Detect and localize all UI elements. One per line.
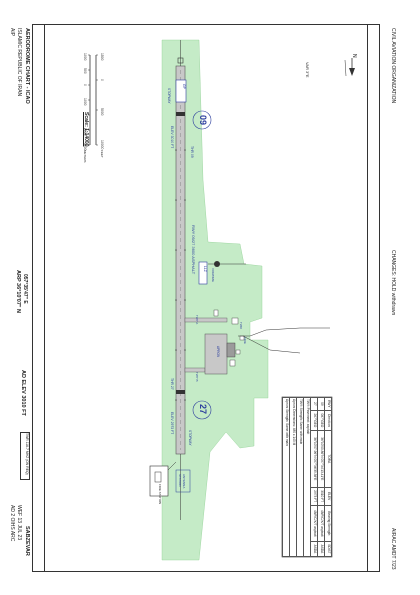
th-tora: TORA bbox=[324, 430, 332, 488]
table-cell: 48/F/C/X/T asphalt bbox=[310, 505, 318, 542]
scale-ft-tick-2: 5000 bbox=[100, 108, 104, 116]
apron-building bbox=[229, 359, 236, 367]
fire-station-label: FIRE STATION bbox=[158, 484, 162, 505]
table-cell: 09 bbox=[317, 397, 325, 411]
elev-27-label: ELEV 2973 FT bbox=[170, 412, 174, 435]
scale-m-tick-3: 1000 bbox=[83, 98, 87, 106]
th-elev: ELEV bbox=[324, 487, 332, 506]
stopway-09-label: STOPWAY bbox=[167, 88, 171, 104]
th-direction: Direction bbox=[324, 410, 332, 431]
table-note-row: Apron: Strength: Same with main bbox=[282, 397, 290, 557]
runway-surface-label: RWY 09/27 3600 ASPHALT bbox=[191, 225, 196, 275]
building-small-1 bbox=[235, 349, 241, 355]
th-rwy: RWY bbox=[324, 397, 332, 411]
gp-label: GP bbox=[182, 84, 186, 89]
scale-m-unit: METERS bbox=[83, 150, 87, 163]
header-freq-box bbox=[20, 432, 30, 480]
taxiway-a bbox=[184, 317, 228, 323]
th-sdist: SDIST bbox=[324, 541, 332, 557]
taxiway-a-label: TWY A bbox=[195, 315, 199, 325]
threshold-09-marking bbox=[176, 112, 185, 116]
station-label: STATION bbox=[178, 474, 182, 487]
table-cell: 267°GEO bbox=[310, 410, 318, 431]
tower-label: TWR bbox=[239, 322, 243, 329]
magnetic-variation: VAR 3°E bbox=[305, 62, 310, 78]
table-note: TWY: Pavement: asphalt bbox=[303, 397, 311, 557]
llz-box bbox=[198, 261, 208, 285]
th-bearing: Bearing Strength bbox=[324, 505, 332, 542]
scale-m-tick-0: 1000 bbox=[83, 53, 87, 61]
table-cell: ASDA bbox=[310, 541, 318, 557]
fire-label: FIRE bbox=[243, 337, 247, 344]
apron-label: APRON bbox=[216, 346, 220, 358]
rwy-27-circle bbox=[192, 400, 212, 420]
terminal-building bbox=[226, 342, 236, 358]
table-cell: 3010 FT bbox=[317, 487, 325, 506]
rwy-data-table: RWY Direction TORA ELEV Bearing Strength… bbox=[282, 397, 332, 557]
table-note: Apron: Dimensions: 480 x 140 M bbox=[289, 397, 297, 557]
table-note: Apron: Strength: Same with main bbox=[282, 397, 290, 557]
rwy-09-label: 09 bbox=[198, 115, 208, 126]
table-cell: 087°GEO bbox=[317, 410, 325, 431]
map-frame bbox=[44, 24, 368, 572]
scale-ft-unit: FEET bbox=[100, 150, 104, 158]
taxiway-b-label: TWY B bbox=[195, 372, 199, 382]
gp-box bbox=[175, 79, 187, 103]
building-small-3 bbox=[213, 309, 219, 317]
scale-ticks bbox=[88, 54, 98, 146]
scale-ft-tick-0: 1500 bbox=[100, 53, 104, 61]
magnetic-north-arrow bbox=[344, 59, 347, 77]
llz-label: LLZ bbox=[203, 266, 207, 272]
antenna-box bbox=[175, 469, 191, 493]
threshold-09-label: THR 09 bbox=[190, 146, 194, 158]
table-row: 27 267°GEO 36°10'07.96"N 057°36'35.38"E … bbox=[310, 397, 318, 557]
table-note-row: TWY: Strength: Same with main bbox=[296, 397, 304, 557]
threshold-27-label: THR 27 bbox=[170, 378, 174, 390]
scale-m-tick-4: 2000 bbox=[83, 128, 87, 136]
access-road bbox=[238, 327, 330, 337]
table-cell: ASDA bbox=[317, 541, 325, 557]
table-cell: 27 bbox=[310, 397, 318, 411]
table-cell: 36°10'00.86"N 057°34'13.41"E bbox=[317, 430, 325, 488]
vor-dme-label: VOR/DME bbox=[211, 268, 215, 283]
table-note: TWY: Strength: Same with main bbox=[296, 397, 304, 557]
scale-ft-tick-1: 0 bbox=[100, 79, 104, 81]
table-cell: 48/F/C/X/T asphalt bbox=[317, 505, 325, 542]
access-road-2 bbox=[242, 335, 301, 354]
threshold-27-marking bbox=[176, 390, 185, 394]
scale-ft-tick-3: 10000 bbox=[100, 140, 104, 150]
aerodrome-area bbox=[161, 39, 269, 561]
rwy-table-frame bbox=[281, 396, 333, 558]
building-small-4 bbox=[231, 317, 239, 325]
table-header-row: RWY Direction TORA ELEV Bearing Strength… bbox=[324, 397, 332, 557]
table-note-row: Apron: Dimensions: 480 x 140 M bbox=[289, 397, 297, 557]
rwy-27-label: 27 bbox=[198, 404, 208, 415]
antenna-label: ANTENNA bbox=[182, 474, 186, 489]
rwy-data-table-wrap: RWY Direction TORA ELEV Bearing Strength… bbox=[282, 397, 332, 557]
stopway-27-label: STOPWAY bbox=[188, 430, 192, 446]
table-note-row: TWY: Pavement: asphalt bbox=[303, 397, 311, 557]
table-cell: 36°10'07.96"N 057°36'35.38"E bbox=[310, 430, 318, 488]
fire-station-building bbox=[154, 471, 162, 483]
north-label: N bbox=[351, 54, 357, 58]
approach-09-marker bbox=[177, 57, 184, 64]
runway-edge-lights bbox=[175, 149, 186, 401]
north-arrow-head bbox=[349, 68, 355, 76]
table-cell: 2973 FT bbox=[310, 487, 318, 506]
scale-m-tick-1: 500 bbox=[83, 68, 87, 74]
fire-station-road bbox=[167, 461, 177, 471]
scale-m-tick-2: 0 bbox=[83, 84, 87, 86]
table-row: 09 087°GEO 36°10'00.86"N 057°34'13.41"E … bbox=[317, 397, 325, 557]
rwy-09-circle bbox=[192, 110, 212, 130]
elev-09-label: ELEV 3010 FT bbox=[170, 126, 174, 149]
